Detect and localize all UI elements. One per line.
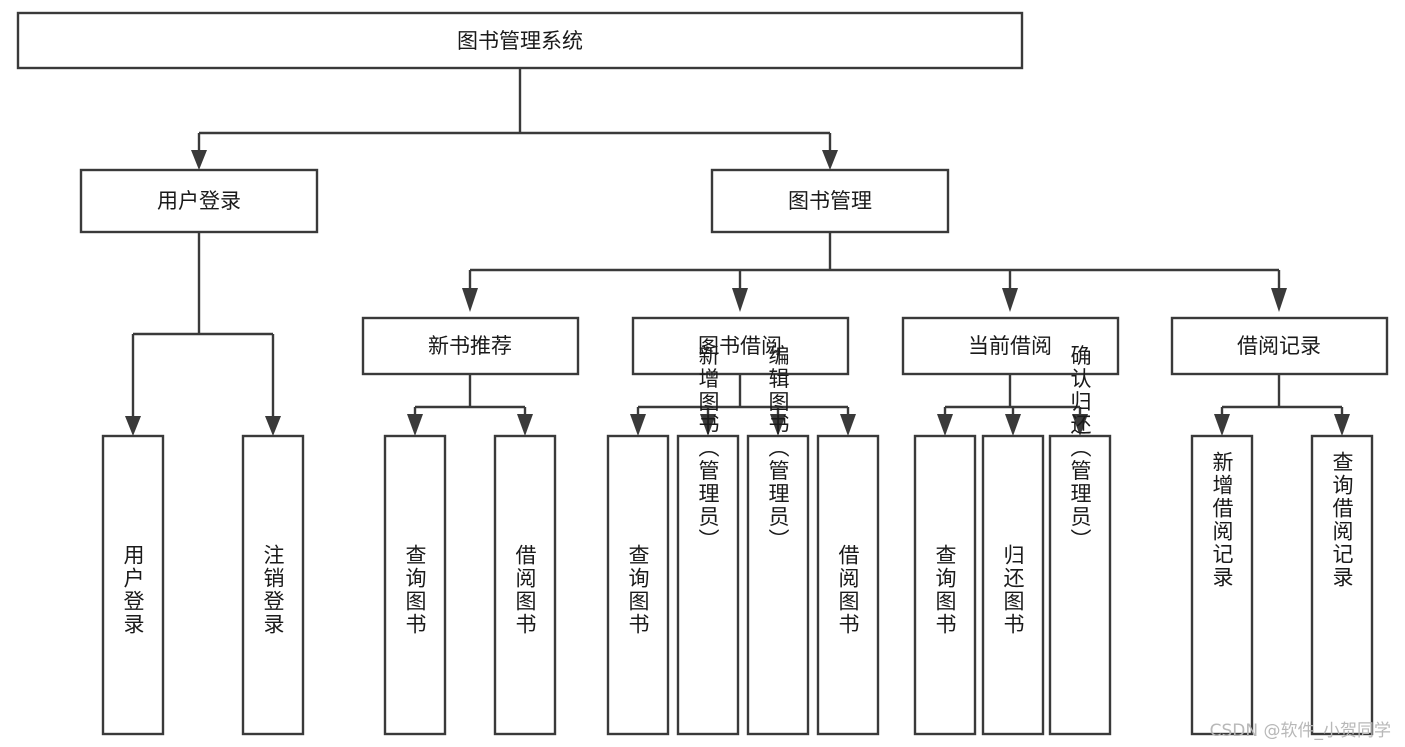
node-leaf-bb-edit-book-label: 编辑图书（管理员） — [766, 345, 790, 552]
node-borrow-record-box[interactable] — [1170, 316, 1389, 376]
arrowhead-borrow-leaf-1 — [630, 414, 646, 436]
node-leaf-bb-query-book-label: 查询图书 — [626, 544, 650, 636]
arrowhead-record-leaf-2 — [1334, 414, 1350, 436]
node-leaf-cb-confirm-return[interactable]: 确认归还（管理员） — [1048, 345, 1112, 736]
node-leaf-br-add-record-label: 新增借阅记录 — [1210, 451, 1234, 589]
node-leaf-nb-query-book-box[interactable] — [383, 434, 447, 736]
node-leaf-br-query-record[interactable]: 查询借阅记录 — [1310, 434, 1374, 736]
node-book-borrow-box[interactable] — [631, 316, 850, 376]
arrowhead-current — [1002, 288, 1018, 312]
node-leaf-cb-query-book-label: 查询图书 — [933, 544, 957, 636]
arrowhead-borrow-leaf-3 — [770, 414, 786, 436]
node-leaf-bb-edit-book[interactable]: 编辑图书（管理员） — [746, 345, 810, 736]
node-leaf-nb-query-book-label: 查询图书 — [403, 544, 427, 636]
node-leaf-cb-query-book[interactable]: 查询图书 — [913, 434, 977, 736]
arrowhead-newbook-leaf-1 — [407, 414, 423, 436]
node-leaf-logout-label: 注销登录 — [261, 544, 285, 636]
arrowhead-newbook-leaf-2 — [517, 414, 533, 436]
connector-layer — [125, 68, 1350, 436]
node-leaf-bb-borrow-book-label: 借阅图书 — [836, 544, 860, 636]
arrowhead-user-login — [191, 150, 207, 170]
node-leaf-bb-edit-book-box[interactable] — [746, 434, 810, 736]
node-leaf-cb-return-book[interactable]: 归还图书 — [981, 434, 1045, 736]
node-new-book-recommend-label: 新书推荐 — [428, 334, 512, 358]
node-current-borrow[interactable]: 当前借阅 — [901, 316, 1120, 376]
node-leaf-cb-confirm-return-label: 确认归还（管理员） — [1068, 345, 1092, 552]
node-book-management[interactable]: 图书管理 — [710, 168, 950, 234]
node-leaf-user-login[interactable]: 用户登录 — [101, 434, 165, 736]
node-leaf-cb-confirm-return-box[interactable] — [1048, 434, 1112, 736]
node-leaf-logout[interactable]: 注销登录 — [241, 434, 305, 736]
node-leaf-cb-return-book-label: 归还图书 — [1001, 544, 1025, 636]
node-leaf-br-query-record-label: 查询借阅记录 — [1330, 451, 1354, 589]
arrowhead-borrow-leaf-4 — [840, 414, 856, 436]
node-leaf-nb-borrow-book-label: 借阅图书 — [513, 544, 537, 636]
arrowhead-borrow-leaf-2 — [700, 414, 716, 436]
node-leaf-nb-borrow-book-box[interactable] — [493, 434, 557, 736]
arrowhead-current-leaf-1 — [937, 414, 953, 436]
arrowhead-current-leaf-2 — [1005, 414, 1021, 436]
node-borrow-record-label: 借阅记录 — [1237, 334, 1321, 358]
node-leaf-br-add-record-box[interactable] — [1190, 434, 1254, 736]
node-user-login-box[interactable] — [79, 168, 319, 234]
node-leaf-br-query-record-box[interactable] — [1310, 434, 1374, 736]
node-new-book-recommend[interactable]: 新书推荐 — [361, 316, 580, 376]
node-root-label: 图书管理系统 — [457, 29, 583, 53]
node-current-borrow-label: 当前借阅 — [968, 334, 1052, 358]
node-leaf-bb-add-book[interactable]: 新增图书（管理员） — [676, 345, 740, 736]
node-leaf-cb-return-book-box[interactable] — [981, 434, 1045, 736]
node-leaf-user-login-label: 用户登录 — [121, 544, 145, 636]
node-current-borrow-box[interactable] — [901, 316, 1120, 376]
arrowhead-borrow — [732, 288, 748, 312]
node-book-borrow-label: 图书借阅 — [698, 334, 782, 358]
node-borrow-record[interactable]: 借阅记录 — [1170, 316, 1389, 376]
arrowhead-leaf-logout — [265, 416, 281, 436]
node-book-management-label: 图书管理 — [788, 189, 872, 213]
node-leaf-cb-query-book-box[interactable] — [913, 434, 977, 736]
node-root[interactable]: 图书管理系统 — [16, 11, 1024, 70]
arrowhead-record-leaf-1 — [1214, 414, 1230, 436]
arrowhead-current-leaf-3 — [1072, 414, 1088, 436]
node-leaf-bb-borrow-book[interactable]: 借阅图书 — [816, 434, 880, 736]
node-leaf-user-login-box[interactable] — [101, 434, 165, 736]
csdn-watermark: CSDN @软件_小贺同学 — [1209, 721, 1391, 741]
node-leaf-br-add-record[interactable]: 新增借阅记录 — [1190, 434, 1254, 736]
node-book-management-box[interactable] — [710, 168, 950, 234]
node-leaf-bb-borrow-book-box[interactable] — [816, 434, 880, 736]
arrowhead-leaf-user-login — [125, 416, 141, 436]
node-user-login[interactable]: 用户登录 — [79, 168, 319, 234]
node-leaf-nb-borrow-book[interactable]: 借阅图书 — [493, 434, 557, 736]
node-leaf-bb-add-book-box[interactable] — [676, 434, 740, 736]
node-leaf-logout-box[interactable] — [241, 434, 305, 736]
node-leaf-bb-query-book[interactable]: 查询图书 — [606, 434, 670, 736]
arrowhead-record — [1271, 288, 1287, 312]
node-leaf-bb-query-book-box[interactable] — [606, 434, 670, 736]
node-new-book-recommend-box[interactable] — [361, 316, 580, 376]
node-user-login-label: 用户登录 — [157, 189, 241, 213]
node-leaf-bb-add-book-label: 新增图书（管理员） — [696, 345, 720, 552]
arrowhead-book-manage — [822, 150, 838, 170]
arrowhead-newbook — [462, 288, 478, 312]
node-leaf-nb-query-book[interactable]: 查询图书 — [383, 434, 447, 736]
node-root-box[interactable] — [16, 11, 1024, 70]
node-book-borrow[interactable]: 图书借阅 — [631, 316, 850, 376]
